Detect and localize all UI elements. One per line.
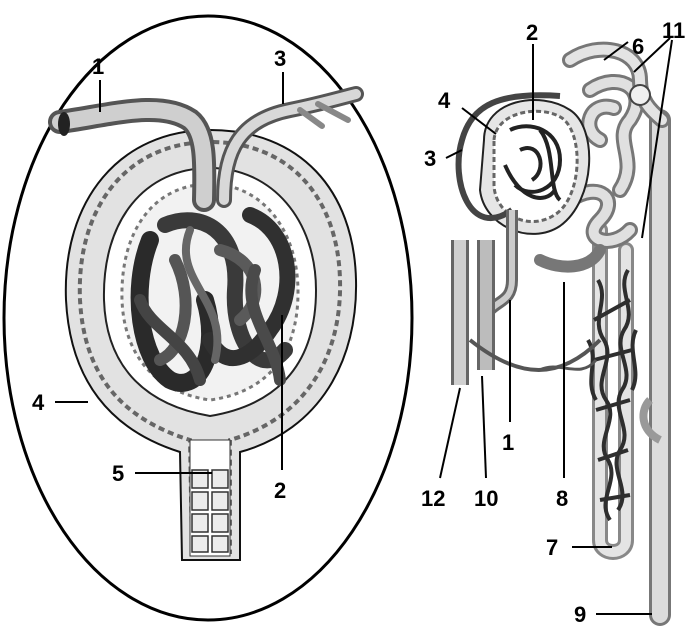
label-7-right: 7 <box>546 535 558 560</box>
label-6-right: 6 <box>632 34 644 59</box>
nephron-figure: 2 6 11 4 3 1 12 10 8 7 9 <box>421 18 685 627</box>
label-11-right: 11 <box>662 18 685 43</box>
tubule-segment <box>540 250 600 267</box>
label-1-left: 1 <box>92 54 104 79</box>
label-10-right: 10 <box>474 486 498 511</box>
arteriole-lumen <box>58 112 70 136</box>
label-3-left: 3 <box>274 46 286 71</box>
label-8-right: 8 <box>556 486 568 511</box>
label-9-right: 9 <box>574 602 586 627</box>
leader-12-right <box>440 388 460 478</box>
label-2-right: 2 <box>526 20 538 45</box>
label-5-left: 5 <box>112 461 124 486</box>
label-3-right: 3 <box>424 146 436 171</box>
tubule-cross-section <box>630 85 650 105</box>
label-12-right: 12 <box>421 486 445 511</box>
leader-10-right <box>482 376 486 478</box>
label-1-right: 1 <box>502 430 514 455</box>
label-2-left: 2 <box>274 478 286 503</box>
renal-corpuscle-figure: 1 3 2 4 5 <box>4 16 412 620</box>
label-4-right: 4 <box>438 88 451 113</box>
label-4-left: 4 <box>32 390 45 415</box>
